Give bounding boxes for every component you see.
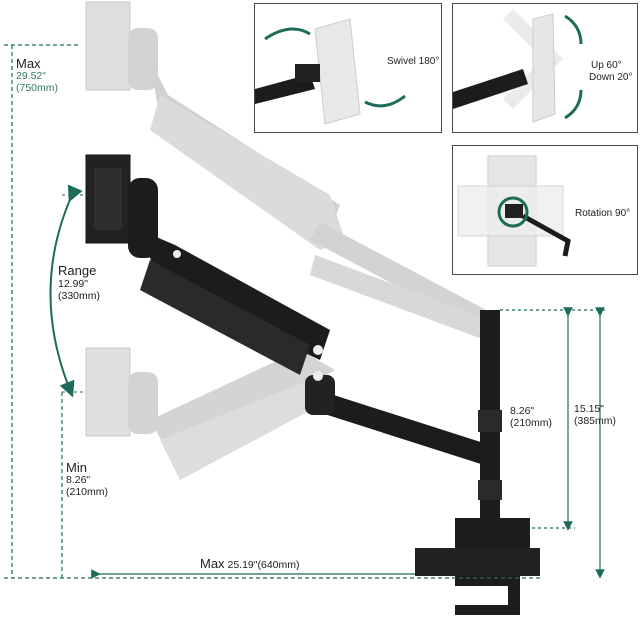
max-height-mm: (750mm) bbox=[16, 82, 59, 94]
pole-upper-inches: 8.26" bbox=[510, 405, 535, 417]
range-arc bbox=[49, 184, 84, 398]
pole bbox=[478, 310, 502, 520]
tilt-up-label: Up 60° bbox=[591, 60, 622, 71]
max-height-dimension bbox=[4, 44, 80, 578]
max-height-title: Max bbox=[16, 56, 41, 71]
ghost-arm-min bbox=[85, 347, 335, 480]
rotation-arrow-icon bbox=[497, 196, 529, 228]
tilt-arrow-icon bbox=[564, 14, 583, 45]
pole-dimensions bbox=[500, 307, 605, 579]
swivel-arrow-icon bbox=[264, 27, 311, 41]
range-title: Range bbox=[58, 263, 97, 278]
reach-dimension bbox=[4, 569, 540, 579]
rotation-label: Rotation 90° bbox=[575, 208, 631, 219]
pole-upper-mm: (210mm) bbox=[510, 417, 553, 429]
max-reach-title: Max bbox=[200, 556, 225, 571]
pole-total-mm: (385mm) bbox=[574, 415, 617, 427]
desk-clamp bbox=[415, 518, 540, 615]
max-height-inches: 29.52" bbox=[16, 70, 47, 82]
gas-spring-arm bbox=[85, 154, 330, 381]
min-height-mm: (210mm) bbox=[66, 486, 109, 498]
swivel-label: Swivel 180° bbox=[387, 56, 440, 67]
range-mm: (330mm) bbox=[58, 290, 101, 302]
swivel-inset: Swivel 180° bbox=[254, 3, 442, 133]
tilt-down-label: Down 20° bbox=[589, 72, 633, 83]
pole-total-inches: 15.15" bbox=[574, 403, 605, 415]
tilt-inset: Up 60° Down 20° bbox=[452, 3, 638, 133]
ghost-arm-max bbox=[85, 1, 490, 340]
max-reach-label: Max 25.19"(640mm) bbox=[200, 556, 300, 571]
lower-arm bbox=[312, 390, 490, 465]
range-inches: 12.99" bbox=[58, 278, 89, 290]
max-reach-value: 25.19"(640mm) bbox=[227, 559, 300, 571]
min-height-title: Min bbox=[66, 460, 87, 475]
min-height-inches: 8.26" bbox=[66, 474, 91, 486]
rotation-inset: Rotation 90° bbox=[452, 145, 638, 275]
